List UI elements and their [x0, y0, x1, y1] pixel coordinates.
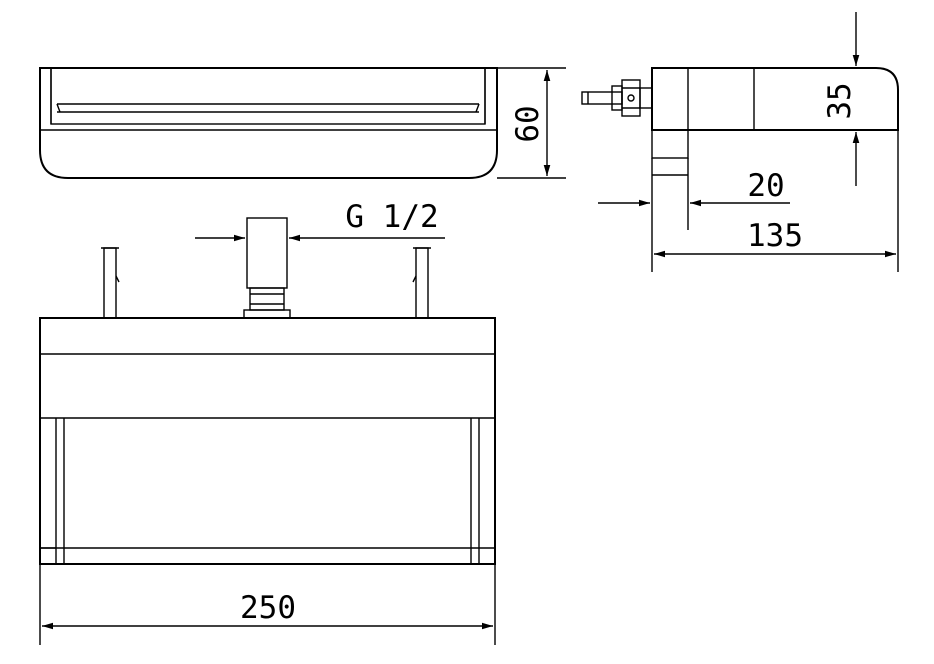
dimension-width-label: 250 — [240, 590, 296, 626]
top-view: 60 — [39, 67, 566, 179]
dimension-depth-label: 135 — [747, 218, 803, 254]
dimension-face-height-label: 35 — [822, 82, 858, 119]
dimension-height-label: 60 — [510, 105, 546, 142]
front-view: G 1/2 250 — [39, 199, 496, 645]
dimension-thread-label: G 1/2 — [345, 199, 438, 235]
dimension-offset-label: 20 — [747, 168, 784, 204]
side-view: 35 20 135 — [581, 12, 899, 272]
